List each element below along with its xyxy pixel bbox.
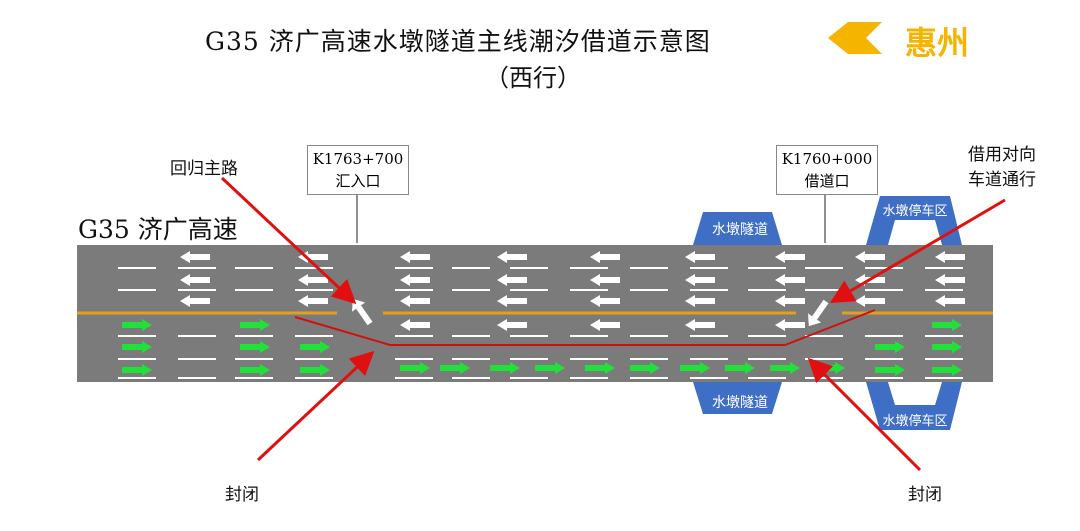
westbound-arrow-icon bbox=[400, 319, 430, 331]
westbound-arrow-icon bbox=[590, 274, 620, 286]
callout-arrow-return bbox=[220, 176, 357, 305]
marker-km: K1763+700 bbox=[312, 150, 404, 168]
tunnel-top-shape bbox=[693, 212, 782, 245]
eastbound-arrow-icon bbox=[490, 362, 520, 374]
westbound-arrow-icon bbox=[775, 319, 805, 331]
parking-bottom-shape bbox=[866, 382, 962, 430]
tunnel-bottom-shape bbox=[693, 382, 782, 414]
westbound-arrow-icon bbox=[497, 251, 527, 263]
eastbound-arrow-icon bbox=[440, 362, 470, 374]
marker-name: 汇入口 bbox=[335, 172, 381, 190]
eastbound-arrow-icon bbox=[725, 362, 755, 374]
eastbound-arrow-icon bbox=[585, 362, 615, 374]
eastbound-arrow-icon bbox=[240, 341, 270, 353]
westbound-arrow-icon bbox=[497, 274, 527, 286]
westbound-arrow-icon bbox=[775, 295, 805, 307]
eastbound-arrow-icon bbox=[630, 362, 660, 374]
borrow-lane-label: 借用对向 车道通行 bbox=[968, 145, 1036, 190]
westbound-arrow-icon bbox=[298, 295, 328, 307]
westbound-arrow-icon bbox=[180, 295, 210, 307]
eastbound-arrow-icon bbox=[240, 364, 270, 376]
parking-top-label: 水墩停车区 bbox=[882, 204, 948, 219]
eastbound-arrow-icon bbox=[932, 319, 962, 331]
westbound-arrow-icon bbox=[935, 274, 965, 286]
westbound-arrow-icon bbox=[298, 274, 328, 286]
eastbound-arrow-icon bbox=[535, 362, 565, 374]
destination-label: 惠州 bbox=[905, 24, 970, 62]
parking-bottom-label: 水墩停车区 bbox=[882, 414, 948, 429]
westbound-arrow-icon bbox=[775, 274, 805, 286]
tunnel-top-label: 水墩隧道 bbox=[712, 222, 768, 238]
westbound-arrow-icon bbox=[685, 274, 715, 286]
eastbound-arrow-icon bbox=[122, 364, 152, 376]
westbound-arrow-icon bbox=[400, 274, 430, 286]
westbound-arrow-icon bbox=[497, 319, 527, 331]
closure-line bbox=[294, 309, 876, 346]
callout-arrow-borrow bbox=[829, 198, 1006, 304]
marker-box-merge: K1763+700 汇入口 bbox=[307, 145, 409, 195]
eastbound-arrow-icon bbox=[300, 364, 330, 376]
eastbound-arrow-icon bbox=[932, 364, 962, 376]
westbound-arrow-icon bbox=[935, 251, 965, 263]
westbound-arrow-icon bbox=[935, 295, 965, 307]
westbound-arrow-icon bbox=[180, 274, 210, 286]
road-name: G35 济广高速 bbox=[78, 215, 238, 244]
westbound-arrow-icon bbox=[590, 319, 620, 331]
westbound-arrow-icon bbox=[685, 251, 715, 263]
closed-label-right: 封闭 bbox=[908, 485, 942, 505]
westbound-arrow-icon bbox=[685, 295, 715, 307]
westbound-arrow-icon bbox=[590, 251, 620, 263]
eastbound-arrow-icon bbox=[875, 364, 905, 376]
direction-chevron-icon bbox=[828, 22, 882, 54]
eastbound-arrow-icon bbox=[400, 362, 430, 374]
westbound-arrow-icon bbox=[400, 251, 430, 263]
eastbound-arrow-icon bbox=[240, 319, 270, 331]
tunnel-bottom-label: 水墩隧道 bbox=[712, 395, 768, 411]
eastbound-arrow-icon bbox=[300, 341, 330, 353]
diverge-arrow-icon bbox=[808, 299, 829, 327]
westbound-arrow-icon bbox=[298, 251, 328, 263]
callout-arrow-closed-right bbox=[807, 357, 922, 472]
marker-name: 借道口 bbox=[804, 172, 850, 190]
return-main-label: 回归主路 bbox=[170, 159, 238, 179]
marker-box-borrow: K1760+000 借道口 bbox=[776, 145, 878, 195]
westbound-arrow-icon bbox=[400, 295, 430, 307]
westbound-arrow-icon bbox=[855, 295, 885, 307]
diagram-title: G35 济广高速水墩隧道主线潮汐借道示意图 bbox=[205, 27, 711, 56]
westbound-arrow-icon bbox=[180, 251, 210, 263]
westbound-arrow-icon bbox=[590, 295, 620, 307]
eastbound-arrow-icon bbox=[932, 341, 962, 353]
eastbound-arrow-icon bbox=[875, 341, 905, 353]
closed-label-left: 封闭 bbox=[225, 485, 259, 505]
parking-top-shape bbox=[866, 196, 962, 245]
westbound-arrow-icon bbox=[855, 251, 885, 263]
diagram-subtitle: （西行） bbox=[485, 64, 581, 92]
westbound-arrow-icon bbox=[685, 319, 715, 331]
marker-km: K1760+000 bbox=[781, 150, 873, 168]
westbound-arrow-icon bbox=[775, 251, 805, 263]
eastbound-arrow-icon bbox=[770, 362, 800, 374]
callout-arrow-closed-left bbox=[256, 350, 375, 462]
eastbound-arrow-icon bbox=[680, 362, 710, 374]
eastbound-arrow-icon bbox=[122, 341, 152, 353]
westbound-arrow-icon bbox=[497, 295, 527, 307]
eastbound-arrow-icon bbox=[122, 319, 152, 331]
